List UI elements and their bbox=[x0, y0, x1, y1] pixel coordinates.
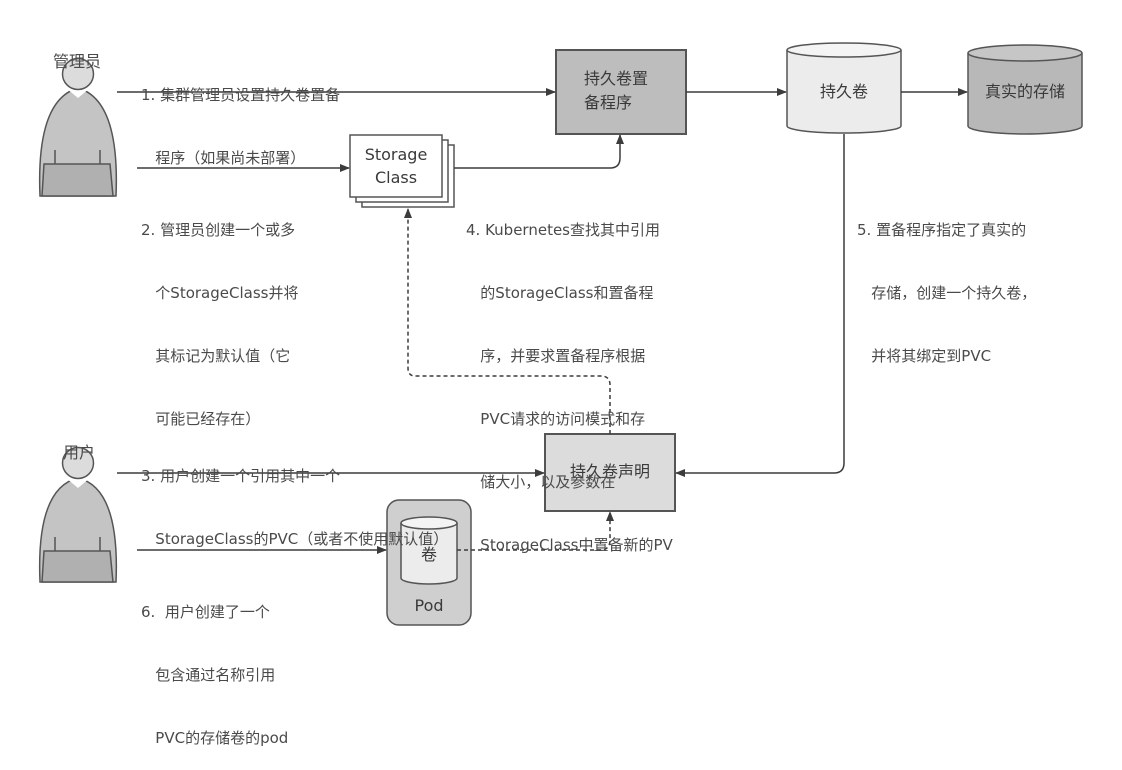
dashed-arrow-pod-volume-to-pvc bbox=[457, 511, 614, 551]
pod-label: Pod bbox=[414, 596, 444, 615]
arrow-storageclass-to-provisioner bbox=[454, 134, 624, 169]
real-storage-cylinder bbox=[967, 44, 1083, 135]
step6-line: PVC的存储卷的pod bbox=[141, 729, 289, 747]
step3-line: 3. 用户创建一个引用其中一个 bbox=[141, 467, 341, 485]
step5-line: 存储，创建一个持久卷， bbox=[857, 284, 1037, 302]
step2-line: 其标记为默认值（它 bbox=[141, 347, 291, 365]
step6-line: 6. 用户创建了一个 bbox=[141, 603, 270, 621]
persistent-volume-cylinder bbox=[786, 42, 902, 134]
provisioner-label-line: 备程序 bbox=[584, 93, 633, 112]
pvc-label: 持久卷声明 bbox=[569, 462, 650, 481]
step4-line: 的StorageClass和置备程 bbox=[466, 284, 654, 302]
provisioner-label-line: 持久卷置 bbox=[584, 69, 649, 88]
step6-label: 6. 用户创建了一个 包含通过名称引用 PVC的存储卷的pod bbox=[141, 560, 288, 770]
pv-label: 持久卷 bbox=[819, 82, 868, 101]
admin-label: 管理员 bbox=[53, 52, 102, 71]
pod-volume-label: 卷 bbox=[420, 545, 437, 564]
admin-person-icon bbox=[38, 57, 118, 197]
step2-label: 2. 管理员创建一个或多 个StorageClass并将 其标记为默认值（它 可… bbox=[141, 178, 298, 451]
step4-label: 4. Kubernetes查找其中引用 的StorageClass和置备程 序，… bbox=[466, 178, 673, 577]
pod-volume-cylinder bbox=[400, 516, 458, 585]
step2-line: 个StorageClass并将 bbox=[141, 284, 299, 302]
step6-line: 包含通过名称引用 bbox=[141, 666, 276, 684]
step2-line: 2. 管理员创建一个或多 bbox=[141, 221, 296, 239]
step4-line: StorageClass中置备新的PV bbox=[466, 536, 673, 554]
diagram-canvas bbox=[38, 42, 1083, 626]
dashed-arrow-pvc-to-storageclass bbox=[404, 208, 611, 434]
arrow-pv-to-pvc bbox=[675, 134, 845, 477]
step3-label: 3. 用户创建一个引用其中一个 StorageClass的PVC（或者不使用默认… bbox=[141, 424, 448, 571]
provisioner-label: 持久卷置 备程序 bbox=[584, 67, 648, 115]
storage-class-label: Storage Class bbox=[350, 143, 442, 189]
step3-line: StorageClass的PVC（或者不使用默认值） bbox=[141, 530, 449, 548]
step1-line: 1. 集群管理员设置持久卷置备 bbox=[141, 86, 341, 104]
step5-label: 5. 置备程序指定了真实的 存储，创建一个持久卷， 并将其绑定到PVC bbox=[857, 178, 1036, 388]
step5-line: 5. 置备程序指定了真实的 bbox=[857, 221, 1027, 239]
step4-line: 4. Kubernetes查找其中引用 bbox=[466, 221, 660, 239]
step4-line: 储大小，以及参数在 bbox=[466, 473, 616, 491]
storage-class-label-line: Class bbox=[374, 168, 418, 187]
user-person-icon bbox=[38, 446, 118, 583]
storage-class-label-line: Storage bbox=[364, 145, 428, 164]
step5-line: 并将其绑定到PVC bbox=[857, 347, 992, 365]
pvc-box bbox=[544, 433, 676, 512]
provisioner-box bbox=[555, 49, 687, 135]
step1-line: 程序（如果尚未部署） bbox=[141, 149, 306, 167]
user-label: 用户 bbox=[63, 443, 96, 462]
storage-class-stack bbox=[349, 134, 455, 208]
step1-label: 1. 集群管理员设置持久卷置备 程序（如果尚未部署） bbox=[141, 43, 340, 190]
step2-line: 可能已经存在） bbox=[141, 410, 261, 428]
step4-line: 序，并要求置备程序根据 bbox=[466, 347, 646, 365]
real-storage-label: 真实的存储 bbox=[984, 82, 1065, 101]
step4-line: PVC请求的访问模式和存 bbox=[466, 410, 646, 428]
